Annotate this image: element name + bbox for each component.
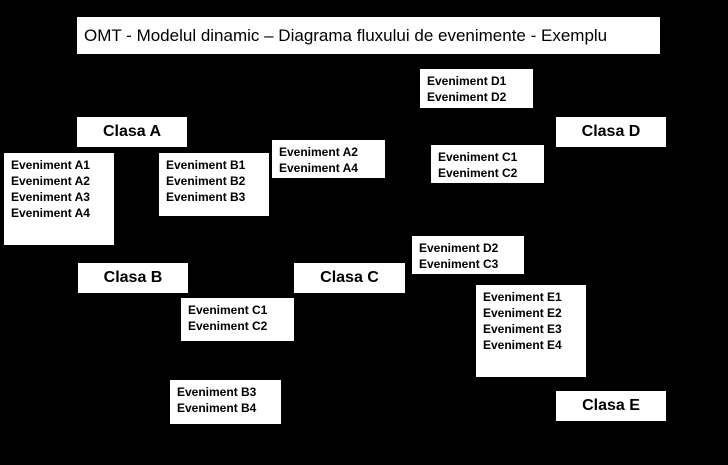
event-label: Eveniment A3 [11,190,90,204]
event-label: Eveniment B1 [166,158,246,172]
event-label: Eveniment E1 [483,290,562,304]
class-a-box: Clasa A [77,117,187,147]
event-group-b-bottom: Eveniment B3 Eveniment B4 [170,380,281,424]
event-label: Eveniment B3 [177,385,257,399]
event-label: Eveniment C1 [438,150,518,164]
event-label: Eveniment E4 [483,338,562,352]
event-label: Eveniment A2 [279,145,358,159]
event-label: Eveniment A4 [11,206,90,220]
event-group-c-to-d: Eveniment C1 Eveniment C2 [431,145,544,183]
event-label: Eveniment C3 [419,257,499,271]
event-label: Eveniment B3 [166,190,246,204]
event-group-a-to-c: Eveniment A2 Eveniment A4 [272,140,385,178]
event-label: Eveniment D2 [419,241,499,255]
event-label: Eveniment C1 [188,303,268,317]
event-group-d-to-c: Eveniment D2 Eveniment C3 [412,236,524,274]
event-label: Eveniment D2 [427,90,507,104]
event-label: Eveniment B4 [177,401,257,415]
event-label: Eveniment B2 [166,174,246,188]
event-group-d-top: Eveniment D1 Eveniment D2 [420,69,533,108]
event-label: Eveniment A1 [11,158,90,172]
event-group-e: Eveniment E1 Eveniment E2 Eveniment E3 E… [476,285,586,377]
class-b-box: Clasa B [78,263,188,293]
class-d-box: Clasa D [556,117,666,147]
event-label: Eveniment C2 [188,319,268,333]
event-label: Eveniment A2 [11,174,90,188]
event-label: Eveniment A4 [279,161,358,175]
diagram-title: OMT - Modelul dinamic – Diagrama fluxulu… [77,17,660,54]
event-label: Eveniment C2 [438,166,518,180]
event-group-b-to-a: Eveniment B1 Eveniment B2 Eveniment B3 [159,153,269,216]
class-e-box: Clasa E [556,391,666,421]
event-group-a-self: Eveniment A1 Eveniment A2 Eveniment A3 E… [4,153,114,245]
class-c-box: Clasa C [294,263,405,293]
event-label: Eveniment E3 [483,322,562,336]
event-group-c-to-b: Eveniment C1 Eveniment C2 [181,298,294,341]
event-label: Eveniment E2 [483,306,562,320]
event-label: Eveniment D1 [427,74,507,88]
